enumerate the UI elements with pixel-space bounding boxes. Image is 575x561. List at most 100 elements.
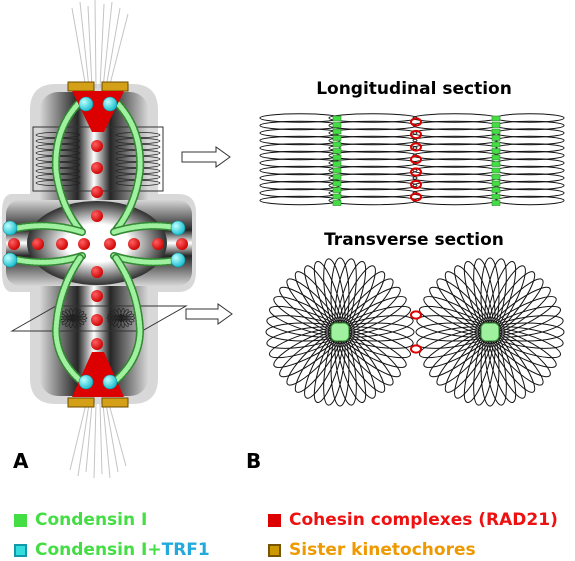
chromatin-loop bbox=[328, 180, 418, 191]
condensin-marker bbox=[491, 161, 501, 167]
condensin-marker bbox=[332, 141, 342, 148]
mini-rosette-loop bbox=[72, 313, 87, 321]
condensin-trf1-ball bbox=[78, 96, 94, 112]
legend-cohesin: Cohesin complexes (RAD21) bbox=[268, 510, 558, 530]
cohesin-dot bbox=[78, 238, 90, 250]
arrow-transverse bbox=[185, 303, 233, 325]
cohesin-ring bbox=[410, 117, 422, 127]
cohesin-dot bbox=[91, 140, 103, 152]
mini-rosette-loop bbox=[107, 315, 122, 323]
cohesin-dot bbox=[91, 186, 103, 198]
chromatin-loop bbox=[259, 143, 341, 153]
condensin-axes bbox=[14, 100, 182, 386]
condensin-marker bbox=[491, 148, 501, 154]
condensin-marker bbox=[332, 193, 342, 200]
cohesin-ring bbox=[410, 344, 422, 354]
cohesin-dot bbox=[104, 238, 116, 250]
arrow-longitudinal bbox=[181, 146, 231, 168]
red-square-icon bbox=[268, 513, 281, 527]
legend-condensin: Condensin I bbox=[14, 510, 147, 530]
condensin-marker bbox=[491, 141, 501, 148]
cohesin-dot bbox=[56, 238, 68, 250]
condensin-marker bbox=[491, 200, 501, 206]
condensin-marker bbox=[332, 187, 342, 193]
cohesin-ring bbox=[410, 179, 422, 190]
cohesin-dot bbox=[91, 162, 103, 174]
green-square-icon bbox=[14, 513, 27, 527]
panel-label-a: A bbox=[13, 449, 29, 473]
chromatin-loop bbox=[328, 173, 418, 183]
mini-rosette-loop bbox=[119, 307, 125, 323]
condensin-trf1-balls bbox=[2, 96, 186, 390]
legend-kinetochores: Sister kinetochores bbox=[268, 540, 476, 560]
condensin-marker bbox=[491, 187, 501, 193]
cohesin-dot bbox=[91, 266, 103, 278]
condensin-trf1-ball bbox=[2, 252, 18, 268]
cohesin-ring bbox=[410, 129, 422, 140]
chromatin-loop bbox=[328, 165, 418, 176]
kinetochore-top-right bbox=[101, 81, 129, 92]
mini-rosette-loop bbox=[120, 311, 133, 322]
mini-rosette-loop bbox=[72, 311, 85, 322]
cohesin-dot bbox=[91, 210, 103, 222]
condensin-marker bbox=[491, 128, 501, 135]
legend-text-part: Cohesin complexes (RAD21) bbox=[289, 510, 558, 530]
condensin-trf1-ball bbox=[78, 374, 94, 390]
kinetochore-top-left bbox=[67, 81, 95, 92]
mini-rosette-loop bbox=[71, 307, 77, 323]
cohesin-dot bbox=[91, 290, 103, 302]
kinetochore-bottom-right bbox=[101, 397, 129, 408]
condensin-marker bbox=[332, 115, 342, 122]
cohesin-ring bbox=[410, 154, 422, 165]
condensin-marker bbox=[332, 148, 342, 154]
cohesin-dot bbox=[128, 238, 140, 250]
condensin-marker bbox=[491, 135, 501, 141]
condensin-marker bbox=[332, 167, 342, 174]
mini-rosette-loop bbox=[120, 313, 135, 321]
condensin-marker bbox=[491, 154, 501, 161]
condensin-trf1-ball bbox=[170, 220, 186, 236]
kinetochore-bottom-left bbox=[67, 397, 95, 408]
cohesin-ring bbox=[410, 142, 422, 152]
chromatin-loop bbox=[412, 143, 498, 153]
cohesin-dot bbox=[8, 238, 20, 250]
gold-square-icon bbox=[268, 543, 281, 557]
longitudinal-section-title: Longitudinal section bbox=[316, 79, 512, 99]
cohesin-dot bbox=[152, 238, 164, 250]
chromatin-loop bbox=[328, 135, 418, 146]
cohesin-dot bbox=[91, 314, 103, 326]
condensin-marker bbox=[332, 180, 342, 187]
condensin-trf1-ball bbox=[102, 96, 118, 112]
condensin-marker bbox=[332, 200, 342, 206]
legend-text-part: Sister kinetochores bbox=[289, 540, 476, 560]
chromatin-loop bbox=[495, 143, 565, 153]
condensin-marker bbox=[332, 128, 342, 135]
legend-text-part: + bbox=[147, 540, 162, 560]
condensin-marker bbox=[332, 174, 342, 180]
legend-text-part: Condensin I bbox=[35, 510, 148, 530]
condensin-core bbox=[480, 322, 500, 342]
condensin-marker bbox=[332, 122, 342, 128]
cohesin-dot bbox=[176, 238, 188, 250]
legend-condensin-trf1: Condensin I+TRF1 bbox=[14, 540, 210, 560]
condensin-marker bbox=[491, 115, 501, 122]
condensin-trf1-ball bbox=[170, 252, 186, 268]
longitudinal-axis-markers bbox=[332, 115, 501, 206]
condensin-marker bbox=[332, 161, 342, 167]
legend-text-part: Condensin I bbox=[35, 540, 148, 560]
condensin-trf1-ball bbox=[102, 374, 118, 390]
cohesin-ring bbox=[410, 310, 422, 320]
condensin-marker bbox=[491, 122, 501, 128]
condensin-marker bbox=[332, 135, 342, 141]
cyan-square-icon bbox=[14, 543, 27, 557]
transverse-section-title: Transverse section bbox=[324, 230, 504, 250]
condensin-marker bbox=[332, 154, 342, 161]
condensin-marker bbox=[491, 174, 501, 180]
cohesin-ring bbox=[410, 192, 422, 202]
chromatin-loop bbox=[328, 128, 418, 138]
condensin-marker bbox=[491, 193, 501, 200]
chromatin-loop bbox=[495, 188, 565, 198]
transverse-rosettes bbox=[265, 257, 565, 407]
condensin-trf1-ball bbox=[2, 220, 18, 236]
